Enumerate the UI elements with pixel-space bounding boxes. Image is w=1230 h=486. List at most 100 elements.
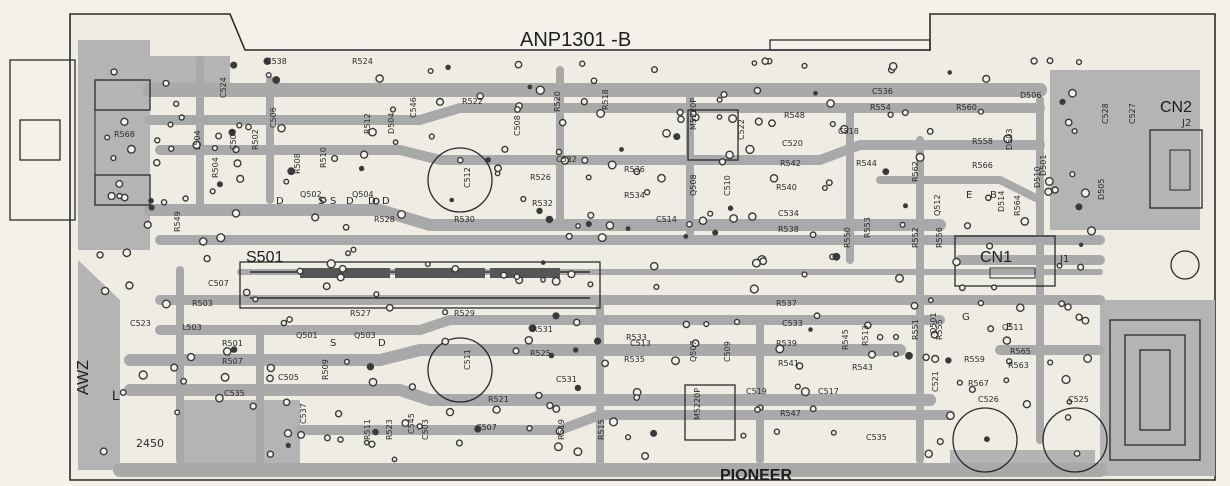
solder-pad <box>607 160 617 170</box>
component-label-r567: R567 <box>968 379 989 388</box>
component-label-l503: L503 <box>182 323 202 332</box>
component-label-c511: C511 <box>463 349 472 370</box>
solder-pad <box>587 211 595 219</box>
component-label-r525: R525 <box>530 349 551 358</box>
solder-pad <box>649 261 659 271</box>
solder-pad <box>673 133 681 141</box>
ic-outlines <box>684 39 931 441</box>
component-label-r535: R535 <box>624 355 645 364</box>
component-label-r518: R518 <box>601 89 610 110</box>
solder-pad <box>476 92 485 100</box>
solder-pad <box>761 57 770 66</box>
solder-pad <box>1022 400 1032 409</box>
pin-letter: S <box>330 338 336 349</box>
solder-pad <box>494 164 503 173</box>
solder-pad <box>728 114 738 124</box>
solder-pad <box>769 173 779 183</box>
solder-pad <box>968 385 977 394</box>
solder-pad <box>192 140 201 150</box>
component-label-r566: R566 <box>972 161 993 170</box>
solder-pad <box>931 354 940 364</box>
solder-pad <box>1064 414 1072 421</box>
solder-pad <box>1068 88 1077 98</box>
solder-pad <box>1061 374 1071 385</box>
solder-pad <box>587 281 594 288</box>
component-label-c504: C504 <box>229 129 238 150</box>
solder-pad <box>555 427 564 436</box>
solder-pad <box>230 61 238 69</box>
component-label-c536: C536 <box>872 87 893 96</box>
solder-pad <box>876 333 884 341</box>
component-label-q508: Q508 <box>689 174 698 196</box>
solder-pad <box>567 270 576 279</box>
solder-pad <box>1080 188 1091 198</box>
solder-pad <box>236 174 245 183</box>
solder-pad <box>982 74 991 84</box>
solder-pad <box>116 192 123 200</box>
solder-pad <box>683 234 689 239</box>
solder-pad <box>233 159 242 168</box>
solder-pad <box>397 209 407 219</box>
solder-pad <box>956 379 963 386</box>
solder-pad <box>759 257 768 266</box>
solder-pad <box>350 246 357 253</box>
solder-pad <box>343 358 351 365</box>
solder-pad <box>372 197 380 205</box>
solder-pad <box>801 62 808 69</box>
solder-pad <box>768 119 776 128</box>
solder-pad <box>125 281 134 290</box>
component-label-r538: R538 <box>778 225 799 234</box>
solder-pad <box>337 436 344 443</box>
solder-pad <box>624 434 632 441</box>
solder-pad <box>1083 354 1093 364</box>
solder-pad <box>671 356 681 366</box>
component-label-r550: R550 <box>843 227 852 248</box>
solder-pad <box>540 276 546 283</box>
solder-pad <box>492 405 501 414</box>
solder-pad <box>733 318 741 326</box>
solder-pad <box>1058 300 1066 308</box>
solder-pad <box>162 79 170 87</box>
solder-pad <box>751 258 761 268</box>
solder-pad <box>220 372 230 382</box>
solder-pad <box>545 215 554 224</box>
solder-pad <box>892 333 900 341</box>
solder-pad <box>1056 262 1063 269</box>
solder-pad <box>280 319 288 327</box>
label-l: L <box>112 387 120 403</box>
solder-pad <box>1030 57 1038 65</box>
solder-pad <box>1002 336 1012 345</box>
solder-pad <box>1069 171 1076 178</box>
component-label-ic502: M5220P <box>689 98 698 130</box>
solder-pad <box>580 97 588 106</box>
component-label-r540: R540 <box>776 183 797 192</box>
solder-pad <box>585 221 592 227</box>
solder-pad <box>830 429 837 436</box>
solder-pad <box>107 191 116 201</box>
component-label-r527: R527 <box>350 309 371 318</box>
solder-pad <box>657 173 666 183</box>
component-label-c537: C537 <box>299 403 308 424</box>
component-label-c528: C528 <box>1101 103 1110 124</box>
solder-pad <box>985 242 994 250</box>
label-awz: AWZ <box>75 360 92 395</box>
solder-pad <box>172 100 180 108</box>
solder-pad <box>198 237 208 246</box>
solder-pad <box>745 144 755 155</box>
pin-letter: D <box>382 196 390 207</box>
solder-pad <box>215 132 223 140</box>
solder-pad <box>1071 128 1078 135</box>
solder-pad <box>526 425 533 432</box>
pin-letter: S <box>318 196 324 207</box>
component-label-c526: C526 <box>978 395 999 404</box>
component-label-c546: C546 <box>409 97 418 118</box>
solder-pad <box>720 90 728 99</box>
solder-pad <box>96 251 104 259</box>
component-label-l504: L504 <box>193 130 202 150</box>
solder-pad <box>1003 134 1013 144</box>
solder-pad <box>813 312 821 320</box>
component-label-c514: C514 <box>656 215 677 224</box>
component-label-r565: R565 <box>1010 347 1031 356</box>
component-label-c524: C524 <box>219 77 228 98</box>
